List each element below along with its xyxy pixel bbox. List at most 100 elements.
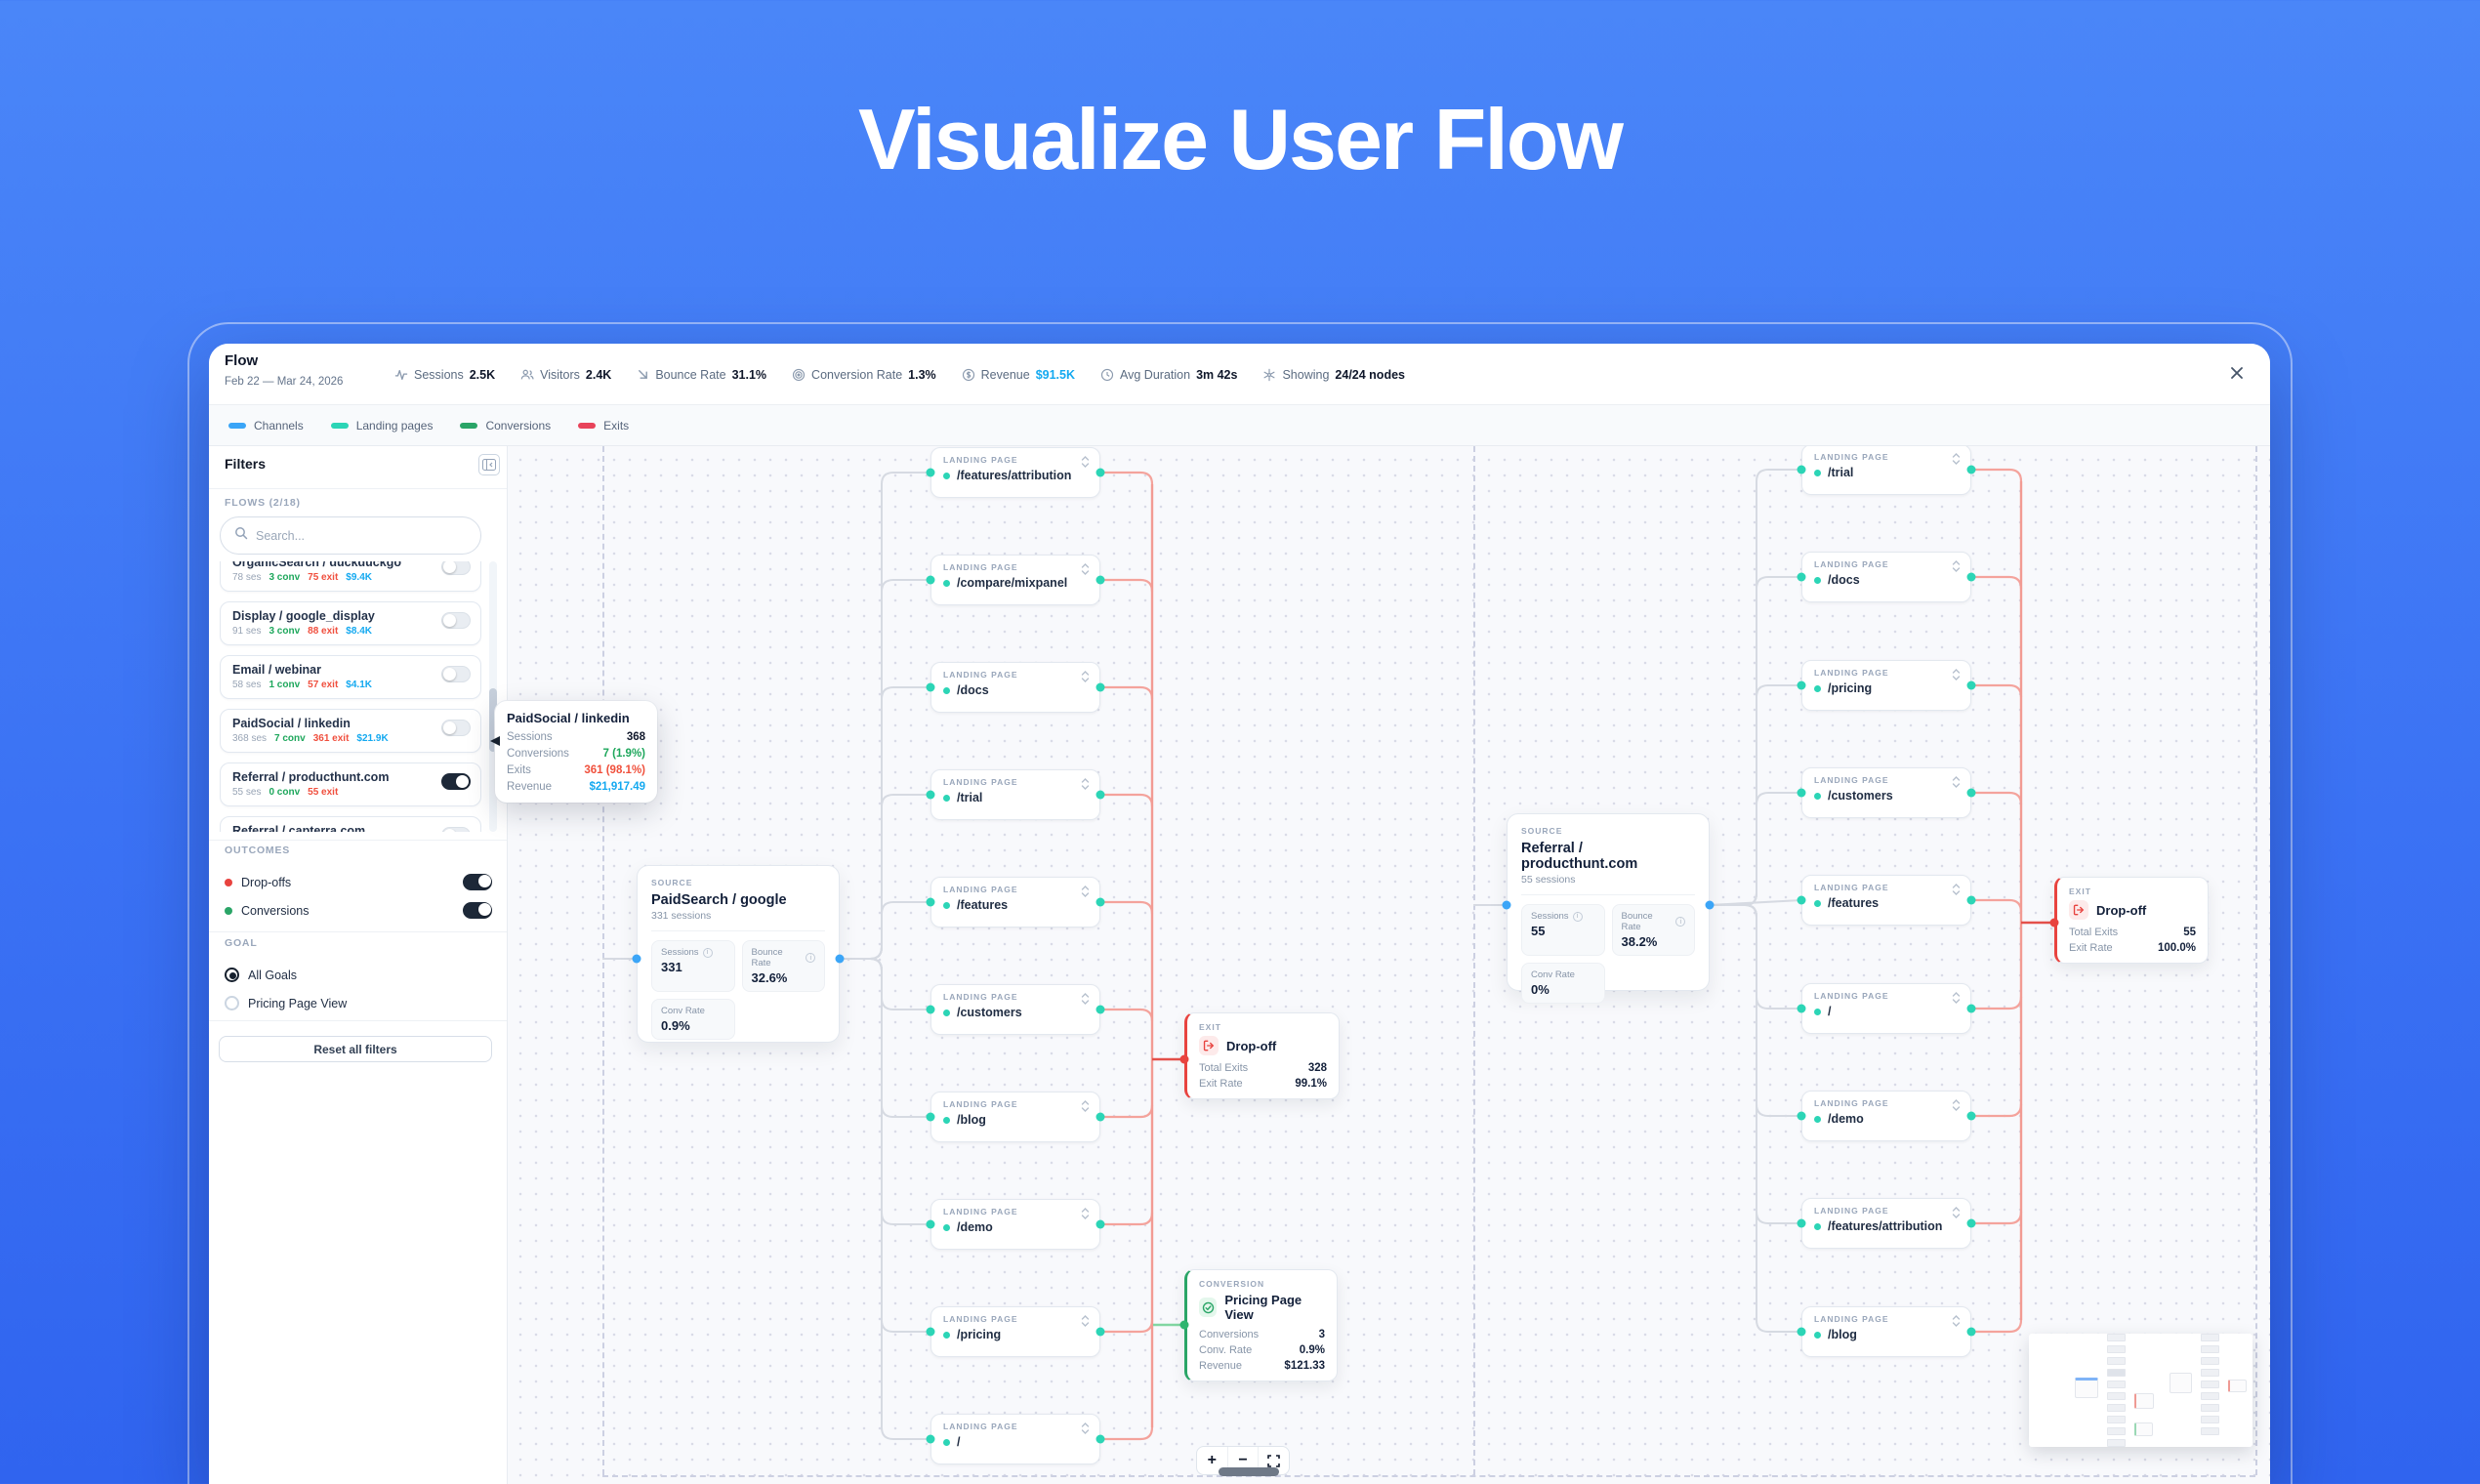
stat-avg-duration: Avg Duration 3m 42s bbox=[1100, 368, 1237, 382]
landing-page-node[interactable]: LANDING PAGE /features bbox=[930, 877, 1100, 928]
landing-page-node[interactable]: LANDING PAGE /customers bbox=[1801, 767, 1971, 818]
connector-dot bbox=[926, 1434, 935, 1444]
radio-icon[interactable] bbox=[225, 996, 239, 1010]
connector-dot bbox=[1966, 572, 1976, 582]
header-stats: Sessions 2.5K Visitors 2.4K Bounce Rate … bbox=[394, 344, 1405, 405]
outcome-toggle[interactable] bbox=[463, 874, 492, 890]
expand-node-icon[interactable] bbox=[1952, 1314, 1961, 1332]
expand-node-icon[interactable] bbox=[1081, 670, 1090, 687]
source-node[interactable]: SOURCE Referral / producthunt.com 55 ses… bbox=[1507, 813, 1710, 1004]
landing-page-node[interactable]: LANDING PAGE /compare/mixpanel bbox=[930, 555, 1100, 605]
stat-label: Bounce Rate bbox=[655, 367, 726, 382]
expand-node-icon[interactable] bbox=[1952, 452, 1961, 470]
expand-node-icon[interactable] bbox=[1081, 455, 1090, 473]
expand-node-icon[interactable] bbox=[1081, 777, 1090, 795]
zoom-in-button[interactable]: + bbox=[1197, 1447, 1228, 1474]
outcome-toggle[interactable] bbox=[463, 902, 492, 919]
expand-node-icon[interactable] bbox=[1952, 1098, 1961, 1116]
connector-dot bbox=[1797, 1218, 1806, 1228]
close-icon[interactable] bbox=[2227, 363, 2247, 383]
landing-page-node[interactable]: LANDING PAGE /trial bbox=[1801, 446, 1971, 495]
landing-page-path: /features bbox=[957, 898, 1009, 912]
connector-dot bbox=[1179, 1320, 1189, 1330]
flow-toggle[interactable] bbox=[441, 773, 471, 790]
flow-list-item[interactable]: PaidSocial / linkedin 368 ses 7 conv 361… bbox=[220, 709, 481, 753]
flow-group-border-bottom bbox=[602, 1475, 2255, 1477]
search-input[interactable] bbox=[256, 528, 467, 543]
minimap[interactable] bbox=[2029, 1334, 2253, 1447]
expand-node-icon[interactable] bbox=[1081, 1099, 1090, 1117]
stat-label: Visitors bbox=[540, 367, 580, 382]
flow-toggle[interactable] bbox=[441, 720, 471, 736]
stat-label: Revenue bbox=[980, 367, 1030, 382]
expand-node-icon[interactable] bbox=[1952, 668, 1961, 685]
conversion-node[interactable]: CONVERSION Pricing Page View Conversions… bbox=[1184, 1269, 1338, 1381]
flow-list-item[interactable]: Email / webinar 58 ses 1 conv 57 exit $4… bbox=[220, 655, 481, 699]
expand-node-icon[interactable] bbox=[1081, 885, 1090, 902]
flow-toggle[interactable] bbox=[441, 561, 471, 575]
expand-node-icon[interactable] bbox=[1952, 991, 1961, 1009]
landing-page-node[interactable]: LANDING PAGE / bbox=[1801, 983, 1971, 1034]
goal-label: Pricing Page View bbox=[248, 996, 348, 1010]
flow-toggle[interactable] bbox=[441, 827, 471, 832]
expand-node-icon[interactable] bbox=[1081, 1422, 1090, 1439]
landing-page-node[interactable]: LANDING PAGE /demo bbox=[930, 1199, 1100, 1250]
landing-page-path: /blog bbox=[957, 1113, 986, 1127]
tooltip-rows: Sessions 368 Conversions 7 (1.9%) Exits … bbox=[507, 731, 645, 793]
expand-node-icon[interactable] bbox=[1952, 775, 1961, 793]
expand-node-icon[interactable] bbox=[1081, 562, 1090, 580]
flow-list-item[interactable]: Display / google_display 91 ses 3 conv 8… bbox=[220, 601, 481, 645]
collapse-panel-icon[interactable] bbox=[478, 454, 500, 475]
flow-list-item[interactable]: Referral / capterra.com bbox=[220, 816, 481, 832]
goal-option[interactable]: All Goals bbox=[225, 968, 492, 982]
expand-node-icon[interactable] bbox=[1952, 1206, 1961, 1223]
landing-page-node[interactable]: LANDING PAGE /features bbox=[1801, 875, 1971, 926]
expand-node-icon[interactable] bbox=[1081, 1314, 1090, 1332]
goal-option[interactable]: Pricing Page View bbox=[225, 996, 492, 1010]
flow-list-item[interactable]: Referral / producthunt.com 55 ses 0 conv… bbox=[220, 763, 481, 806]
connector-dot bbox=[1966, 1327, 1976, 1337]
landing-page-node[interactable]: LANDING PAGE /blog bbox=[930, 1092, 1100, 1142]
connector-dot bbox=[926, 1112, 935, 1122]
expand-node-icon[interactable] bbox=[1081, 1207, 1090, 1224]
landing-page-node[interactable]: LANDING PAGE /blog bbox=[1801, 1306, 1971, 1357]
connector-dot bbox=[1095, 1219, 1105, 1229]
expand-node-icon[interactable] bbox=[1081, 992, 1090, 1010]
stat-label: Sessions bbox=[414, 367, 464, 382]
landing-page-node[interactable]: LANDING PAGE / bbox=[930, 1414, 1100, 1464]
outcome-dot bbox=[225, 906, 232, 915]
flow-group-border bbox=[602, 446, 604, 1475]
flow-list-item[interactable]: OrganicSearch / duckduckgo 78 ses 3 conv… bbox=[220, 561, 481, 592]
expand-node-icon[interactable] bbox=[1952, 883, 1961, 900]
flows-scrollbar-thumb[interactable] bbox=[489, 688, 497, 752]
landing-page-node[interactable]: LANDING PAGE /features/attribution bbox=[1801, 1198, 1971, 1249]
canvas-hscrollbar-thumb[interactable] bbox=[1219, 1467, 1279, 1476]
flow-toggle[interactable] bbox=[441, 612, 471, 629]
landing-page-node[interactable]: LANDING PAGE /docs bbox=[930, 662, 1100, 713]
legend-item-conversions: Conversions bbox=[460, 419, 551, 433]
expand-node-icon[interactable] bbox=[1952, 559, 1961, 577]
reset-filters-button[interactable]: Reset all filters bbox=[219, 1036, 492, 1062]
landing-page-node[interactable]: LANDING PAGE /trial bbox=[930, 769, 1100, 820]
landing-page-path: /trial bbox=[957, 791, 983, 804]
zoom-out-button[interactable]: − bbox=[1228, 1447, 1260, 1474]
legend-label: Landing pages bbox=[355, 418, 434, 433]
landing-dot-icon bbox=[943, 901, 950, 909]
flow-canvas[interactable]: + − SOURCE PaidSearch / google 331 sessi… bbox=[508, 446, 2270, 1484]
landing-page-node[interactable]: LANDING PAGE /docs bbox=[1801, 552, 1971, 602]
landing-page-node[interactable]: LANDING PAGE /pricing bbox=[930, 1306, 1100, 1357]
radio-icon[interactable] bbox=[225, 968, 239, 982]
landing-page-path: /customers bbox=[957, 1006, 1022, 1019]
fit-view-icon[interactable] bbox=[1259, 1447, 1289, 1474]
landing-page-node[interactable]: LANDING PAGE /demo bbox=[1801, 1091, 1971, 1141]
connector-dot bbox=[1797, 788, 1806, 798]
source-node[interactable]: SOURCE PaidSearch / google 331 sessions … bbox=[637, 865, 840, 1043]
flow-toggle[interactable] bbox=[441, 666, 471, 682]
connector-dot bbox=[926, 790, 935, 800]
landing-page-node[interactable]: LANDING PAGE /features/attribution bbox=[930, 447, 1100, 498]
landing-page-node[interactable]: LANDING PAGE /pricing bbox=[1801, 660, 1971, 711]
landing-page-node[interactable]: LANDING PAGE /customers bbox=[930, 984, 1100, 1035]
